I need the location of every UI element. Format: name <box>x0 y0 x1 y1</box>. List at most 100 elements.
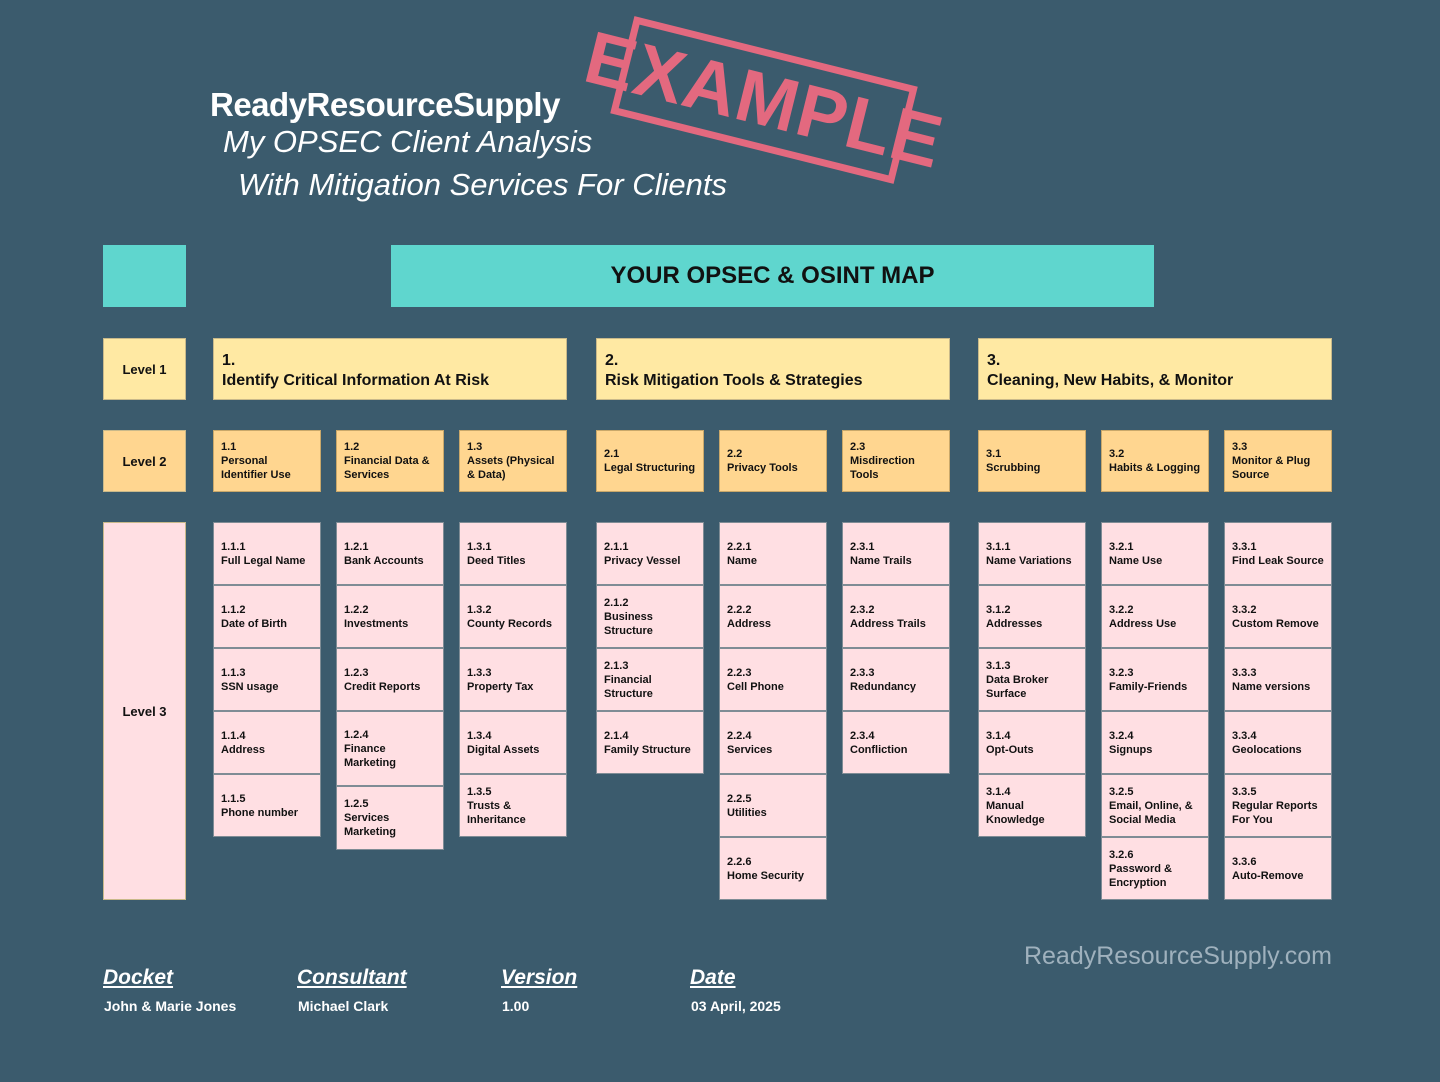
level3-number: 3.2.1 <box>1109 540 1134 553</box>
level3-number: 1.3.3 <box>467 666 492 679</box>
level2-number: 3.1 <box>986 448 1002 460</box>
level3-title: Services <box>727 743 773 756</box>
brand-title: ReadyResourceSupply <box>210 86 560 123</box>
title-accent-square <box>103 245 186 307</box>
level3-title: Address <box>727 617 772 630</box>
level3-title: SSN usage <box>221 680 279 693</box>
level2-number: 2.3 <box>850 441 866 453</box>
level3-number: 3.1.3 <box>986 659 1011 672</box>
level3-title: Name versions <box>1232 680 1311 693</box>
level3-title: County Records <box>467 617 552 630</box>
level3-number: 1.1.5 <box>221 792 246 805</box>
level3-number: 2.2.2 <box>727 603 752 616</box>
docket-label: Docket <box>103 966 174 989</box>
level3-title: Financial Structure <box>604 673 653 700</box>
level3-number: 2.2.3 <box>727 666 752 679</box>
level2-number: 3.2 <box>1109 448 1125 460</box>
level2-title: Financial Data & Services <box>344 455 430 481</box>
level3-title: Redundancy <box>850 680 917 693</box>
level3-number: 2.2.6 <box>727 855 752 868</box>
level3-number: 1.2.3 <box>344 666 369 679</box>
level2-box-3-2: 3.2 Habits & Logging <box>1101 430 1209 492</box>
level3-number: 3.3.6 <box>1232 855 1257 868</box>
level2-number: 2.2 <box>727 448 743 460</box>
level2-box-2-1: 2.1 Legal Structuring <box>596 430 704 492</box>
level3-number: 2.3.3 <box>850 666 875 679</box>
level3-title: Bank Accounts <box>344 554 424 567</box>
level1-title: Risk Mitigation Tools & Strategies <box>605 372 863 389</box>
level3-title: Address Use <box>1109 617 1177 630</box>
level3-title: Data Broker Surface <box>986 673 1049 700</box>
subtitle-line1: My OPSEC Client Analysis <box>223 124 593 159</box>
consultant-value: Michael Clark <box>298 998 389 1014</box>
level3-title: Trusts & Inheritance <box>467 799 526 826</box>
level3-number: 1.3.2 <box>467 603 492 616</box>
level3-title: Services Marketing <box>344 812 396 838</box>
level2-number: 1.2 <box>344 441 360 453</box>
level3-number: 2.1.1 <box>604 540 629 553</box>
example-stamp: EXAMPLE <box>577 15 952 184</box>
level3-number: 2.2.1 <box>727 540 752 553</box>
level3-title: Family-Friends <box>1109 680 1188 693</box>
level2-number: 1.1 <box>221 441 237 453</box>
level3-number: 3.3.2 <box>1232 603 1257 616</box>
level1-box-1: 1. Identify Critical Information At Risk <box>213 338 567 400</box>
level3-number: 3.3.1 <box>1232 540 1257 553</box>
level3-number: 1.2.2 <box>344 603 369 616</box>
level3-number: 2.3.4 <box>850 729 875 742</box>
date-value: 03 April, 2025 <box>691 998 781 1014</box>
level3-title: Geolocations <box>1232 743 1302 756</box>
level2-title: Privacy Tools <box>727 462 798 474</box>
level3-number: 3.2.3 <box>1109 666 1134 679</box>
level2-number: 2.1 <box>604 448 620 460</box>
level3-number: 1.1.2 <box>221 603 246 616</box>
level3-title: Business Structure <box>604 610 653 637</box>
level3-title: Password & Encryption <box>1109 862 1172 889</box>
level3-title: Regular Reports For You <box>1232 799 1318 826</box>
version-value: 1.00 <box>502 998 530 1014</box>
level3-number: 1.1.3 <box>221 666 246 679</box>
level3-title: Opt-Outs <box>986 743 1034 756</box>
level3-number: 1.1.4 <box>221 729 246 742</box>
level2-label: Level 2 <box>103 430 186 492</box>
level3-title: Date of Birth <box>221 617 287 630</box>
level1-title: Cleaning, New Habits, & Monitor <box>987 372 1234 389</box>
level3-title: Auto-Remove <box>1232 869 1304 882</box>
level2-title: Legal Structuring <box>604 462 696 474</box>
level3-number: 3.2.2 <box>1109 603 1134 616</box>
level3-number: 2.1.3 <box>604 659 629 672</box>
level3-number: 1.3.5 <box>467 785 492 798</box>
level3-title: Home Security <box>727 869 805 882</box>
